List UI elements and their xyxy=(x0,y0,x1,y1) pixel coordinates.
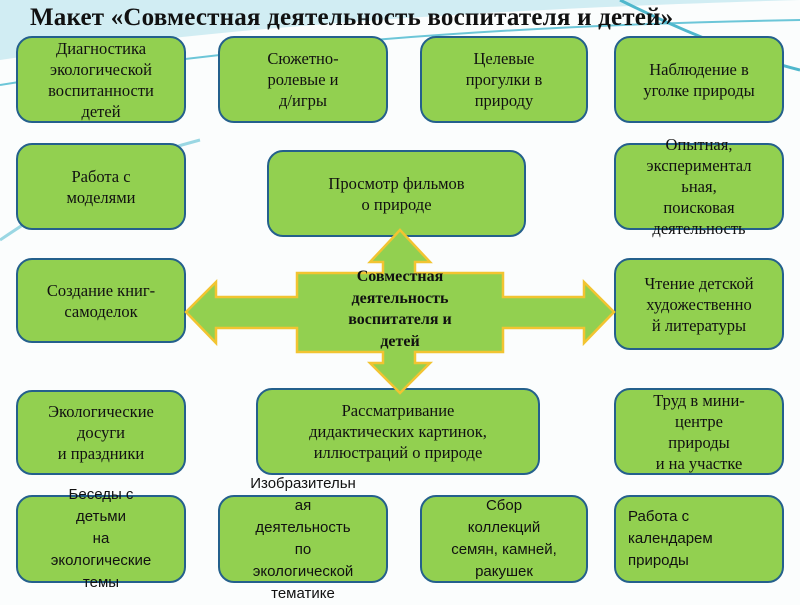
box-experiments: Опытная, экспериментал ьная, поисковая д… xyxy=(614,135,784,238)
box-collections: Сбор коллекций семян, камней, ракушек xyxy=(420,495,588,583)
box-diagnostics: Диагностика экологической воспитанности … xyxy=(16,36,186,123)
box-models: Работа с моделями xyxy=(16,143,186,230)
box-role-games: Сюжетно- ролевые и д/игры xyxy=(218,36,388,123)
page-title: Макет «Совместная деятельность воспитате… xyxy=(30,4,674,31)
box-books: Создание книг- самоделок xyxy=(16,258,186,343)
box-labor: Труд в мини- центре природы и на участке xyxy=(614,388,784,475)
box-films: Просмотр фильмов о природе xyxy=(267,150,526,237)
box-calendar: Работа с календарем природы xyxy=(614,495,784,583)
arrow-shape xyxy=(184,228,616,395)
box-walks: Целевые прогулки в природу xyxy=(420,36,588,123)
box-pictures: Рассматривание дидактических картинок, и… xyxy=(256,388,540,475)
center-label: Совместная деятельность воспитателя и де… xyxy=(348,268,452,350)
box-leisure: Экологические досуги и праздники xyxy=(16,390,186,475)
box-observation: Наблюдение в уголке природы xyxy=(614,36,784,123)
box-reading: Чтение детской художественно й литератур… xyxy=(614,258,784,350)
